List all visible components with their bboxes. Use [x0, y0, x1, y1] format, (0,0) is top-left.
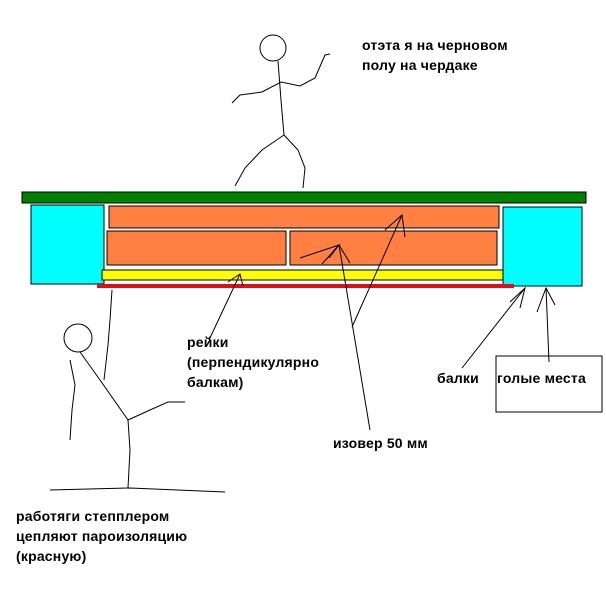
insulation-bottom-left: [106, 230, 287, 266]
bare-spots-arrow: [536, 286, 556, 363]
slats-arrow: [208, 273, 244, 341]
slats-label-line2: (перпендикулярно: [187, 354, 320, 370]
top-stick-figure: [231, 34, 331, 189]
bottom-stick-figure: [49, 289, 226, 493]
slats-label-line3: балкам): [187, 374, 244, 390]
beams-arrow: [461, 286, 526, 369]
insulation-label: изовер 50 мм: [333, 435, 428, 451]
insulation-arrow-1: [299, 243, 371, 431]
top-person-label-line2: полу на чердаке: [362, 57, 478, 73]
beam-left: [30, 204, 105, 285]
workers-label-line2: цепляют пароизоляцию: [16, 528, 188, 544]
slats-label-line1: рейки: [187, 334, 229, 350]
subfloor-board: [21, 191, 587, 204]
insulation-top: [108, 205, 500, 229]
bare-spots-label: голые места: [497, 370, 586, 386]
top-person-label-line1: отэта я на черновом: [362, 37, 508, 53]
workers-label-line3: (красную): [16, 548, 87, 564]
slats: [101, 269, 504, 281]
insulation-arrow-2: [351, 214, 406, 328]
insulation-bottom-right: [289, 230, 498, 266]
beams-label: балки: [437, 370, 479, 386]
vapor-barrier: [97, 284, 514, 288]
workers-label-line1: работяги степплером: [16, 508, 170, 524]
beam-right: [502, 206, 583, 287]
